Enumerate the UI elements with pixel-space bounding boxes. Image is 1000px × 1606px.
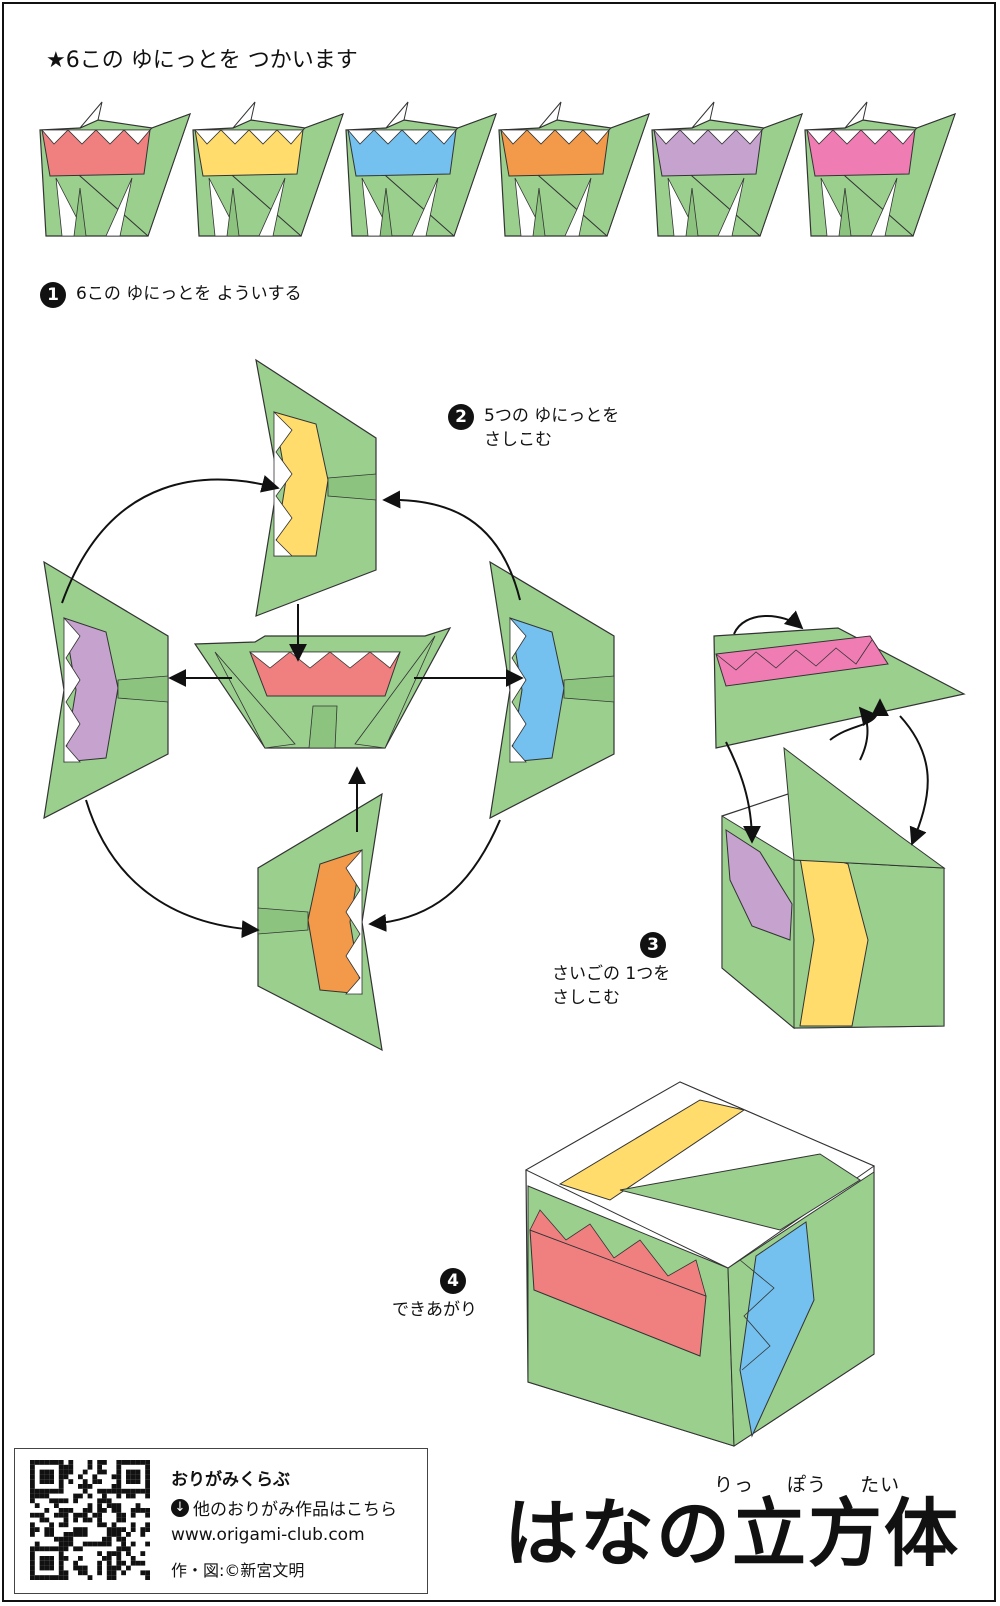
unit-3 xyxy=(345,101,497,237)
qr-code-area[interactable] xyxy=(31,1461,151,1581)
step-2-text-line1: 5つの ゆにっとを xyxy=(484,406,620,426)
step-2-text-line2: さしこむ xyxy=(484,430,552,450)
title-ruby: りっ ぽう たい xyxy=(714,1474,901,1496)
more-works-link[interactable]: ↓ 他のおりがみ作品はこちら xyxy=(171,1495,397,1520)
site-url[interactable]: www.origami-club.com xyxy=(171,1525,365,1545)
step-4-text: できあがり xyxy=(392,1300,477,1320)
assembly-diagram xyxy=(43,358,615,1052)
step-number-badge: 2 xyxy=(448,404,474,430)
site-name: おりがみくらぶ xyxy=(171,1470,290,1490)
page-title: はなの立方体 xyxy=(504,1491,960,1577)
step-3-text-line2: さしこむ xyxy=(552,988,620,1008)
unit-4 xyxy=(498,101,650,237)
step-number-badge: 4 xyxy=(440,1268,466,1294)
step-2: 2 5つの ゆにっとを さしこむ xyxy=(448,404,619,452)
step-1: 1 6この ゆにっとを よういする xyxy=(40,282,302,308)
qr-code[interactable] xyxy=(30,1460,150,1580)
credit: 作・図:©新宮文明 xyxy=(171,1561,305,1580)
insert-last-unit-diagram xyxy=(713,610,966,1030)
header-note: ★6この ゆにっとを つかいます xyxy=(46,48,358,73)
step-number-badge: 3 xyxy=(640,932,666,958)
step-1-text: 6この ゆにっとを よういする xyxy=(76,284,302,304)
down-arrow-circle-icon: ↓ xyxy=(171,1498,189,1517)
step-4: 4 できあがり xyxy=(392,1268,477,1322)
step-3: 3 さいごの 1つを さしこむ xyxy=(552,932,670,1010)
unit-6 xyxy=(804,101,956,237)
unit-1 xyxy=(39,101,191,237)
footer-info-box: おりがみくらぶ ↓ 他のおりがみ作品はこちら www.origami-club.… xyxy=(14,1448,428,1594)
unit-2 xyxy=(192,101,344,237)
unit-5 xyxy=(651,101,803,237)
more-works-label: 他のおりがみ作品はこちら xyxy=(193,1500,397,1520)
step-number-badge: 1 xyxy=(40,282,66,308)
finished-cube xyxy=(524,1081,876,1447)
title-block: りっ ぽう たい はなの立方体 xyxy=(504,1470,960,1571)
step-3-text-line1: さいごの 1つを xyxy=(552,964,671,984)
